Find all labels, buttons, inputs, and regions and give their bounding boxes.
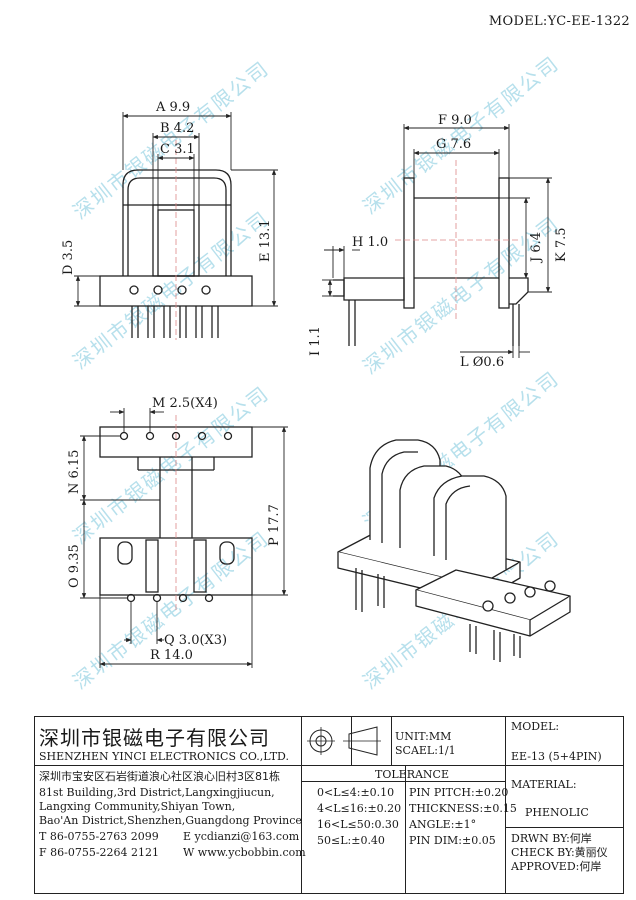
title-block: 深圳市银磁电子有限公司 SHENZHEN YINCI ELECTRONICS C… xyxy=(34,716,624,894)
watermark-7: 深圳市银磁电子有限公司 xyxy=(68,526,273,694)
watermark-3: 深圳市银磁电子有限公司 xyxy=(68,206,273,374)
spec-pin-dim: PIN DIM:±0.05 xyxy=(409,834,496,847)
model-header: MODEL:YC-EE-1322 xyxy=(488,14,630,29)
company-name-cn: 深圳市银磁电子有限公司 xyxy=(39,726,270,750)
scale: SCAEL:1/1 xyxy=(395,744,456,757)
dim-M: M 2.5(X4) xyxy=(152,396,218,411)
address-en-3: Bao'An District,Shenzhen,Guangdong Provi… xyxy=(39,814,302,827)
isometric-pins xyxy=(355,568,521,662)
address-cn: 深圳市宝安区石岩街道浪心社区浪心旧村3区81栋 xyxy=(39,770,280,783)
material-value: PHENOLIC xyxy=(525,806,589,819)
dim-H: H 1.0 xyxy=(352,235,388,250)
dim-Q: Q 3.0(X3) xyxy=(164,633,227,648)
dim-K: K 7.5 xyxy=(554,227,569,262)
technical-drawing: 深圳市银磁电子有限公司 深圳市银磁电子有限公司 深圳市银磁电子有限公司 深圳市银… xyxy=(61,51,571,694)
approved-by: APPROVED:何岸 xyxy=(511,860,602,873)
fax: F 86-0755-2264 2121 xyxy=(39,846,160,859)
dim-D: D 3.5 xyxy=(61,240,76,275)
tolerance-title: TOLERANCE xyxy=(375,768,449,781)
front-dimensions xyxy=(74,112,278,307)
tolerance-3: 16<L≤50:0.30 xyxy=(317,818,399,831)
side-centerlines xyxy=(395,160,520,320)
bottom-dimensions xyxy=(80,408,288,668)
email: E ycdianzi@163.com xyxy=(183,830,300,843)
dim-I: I 1.1 xyxy=(308,326,323,356)
drawn-by: DRWN BY:何岸 xyxy=(511,832,592,845)
tolerance-4: 50≤L:±0.40 xyxy=(317,834,385,847)
spec-pin-pitch: PIN PITCH:±0.20 xyxy=(409,786,509,799)
address-en-1: 81st Building,3rd District,Langxingjiucu… xyxy=(39,786,275,799)
dim-R: R 14.0 xyxy=(150,648,193,663)
dim-F: F 9.0 xyxy=(438,113,472,128)
model-label: MODEL: xyxy=(511,720,560,733)
watermark-2: 深圳市银磁电子有限公司 xyxy=(358,51,563,219)
dim-C: C 3.1 xyxy=(160,142,195,157)
dim-N: N 6.15 xyxy=(67,450,82,494)
model-value: EE-13 (5+4PIN) xyxy=(511,750,602,763)
isometric-view xyxy=(337,439,571,637)
watermark-1: 深圳市银磁电子有限公司 xyxy=(68,56,273,224)
tolerance-1: 0<L≤4:±0.10 xyxy=(317,786,395,799)
dim-J: J 6.4 xyxy=(529,232,544,264)
side-view xyxy=(333,177,529,346)
website: W www.ycbobbin.com xyxy=(183,846,306,859)
dim-B: B 4.2 xyxy=(160,121,194,136)
spec-thickness: THICKNESS:±0.15 xyxy=(409,802,517,815)
company-name-en: SHENZHEN YINCI ELECTRONICS CO.,LTD. xyxy=(39,750,289,763)
projection-symbol xyxy=(307,723,383,759)
dim-A: A 9.9 xyxy=(155,100,190,115)
address-en-2: Langxing Community,Shiyan Town, xyxy=(39,800,236,813)
dim-O: O 9.35 xyxy=(67,544,82,588)
dim-G: G 7.6 xyxy=(436,137,471,152)
dim-P: P 17.7 xyxy=(267,504,282,546)
check-by: CHECK BY:黄丽仪 xyxy=(511,846,608,859)
spec-angle: ANGLE:±1° xyxy=(409,818,477,831)
dim-E: E 13.1 xyxy=(258,219,273,262)
side-dimensions xyxy=(322,124,552,358)
material-label: MATERIAL: xyxy=(511,778,577,791)
telephone: T 86-0755-2763 2099 xyxy=(39,830,159,843)
tolerance-2: 4<L≤16:±0.20 xyxy=(317,802,402,815)
unit: UNIT:MM xyxy=(395,730,452,743)
dim-L: L Ø0.6 xyxy=(460,355,504,370)
